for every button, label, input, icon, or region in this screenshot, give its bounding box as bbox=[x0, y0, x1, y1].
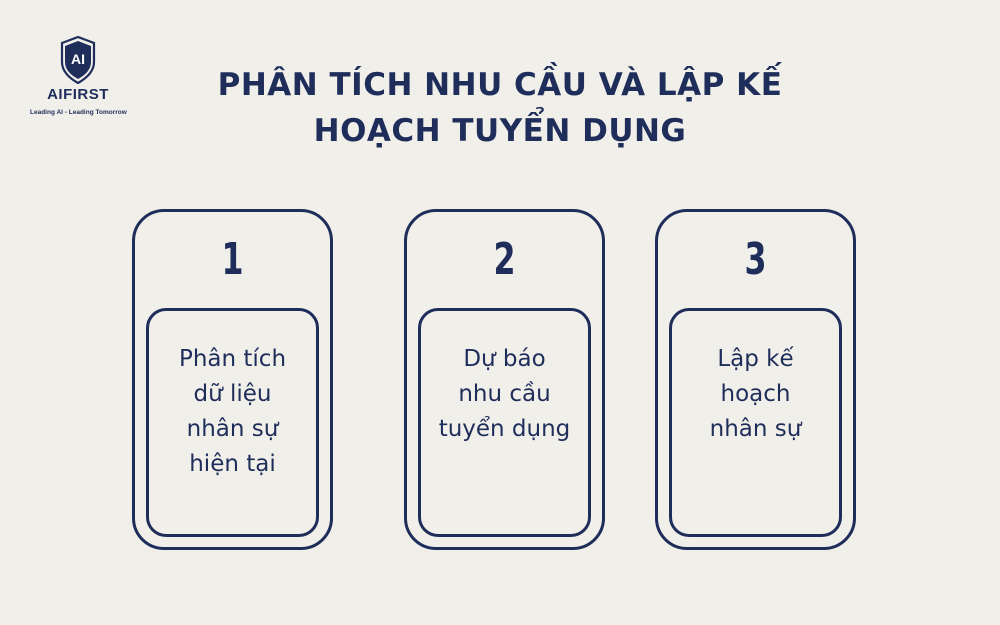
step-description-line: Lập kế bbox=[717, 346, 794, 372]
step-description-line: dữ liệu bbox=[193, 381, 272, 407]
step-card-1: 1 Phân tích dữ liệu nhân sự hiện tại bbox=[132, 209, 333, 550]
shield-logo-icon: AI bbox=[60, 36, 96, 84]
step-description: Lập kế hoạch nhân sự bbox=[672, 342, 839, 447]
step-number: 1 bbox=[221, 234, 244, 285]
step-description: Phân tích dữ liệu nhân sự hiện tại bbox=[149, 342, 316, 482]
step-description: Dự báo nhu cầu tuyển dụng bbox=[421, 342, 588, 447]
page-title-line-1: PHÂN TÍCH NHU CẦU VÀ LẬP KẾ bbox=[217, 67, 783, 103]
step-number: 3 bbox=[744, 234, 767, 285]
brand-tagline: Leading AI - Leading Tomorrow bbox=[30, 109, 127, 116]
step-card-3: 3 Lập kế hoạch nhân sự bbox=[655, 209, 856, 550]
logo-mark-text: AI bbox=[71, 51, 85, 67]
brand-name: AIFIRST bbox=[47, 86, 109, 103]
page-title: PHÂN TÍCH NHU CẦU VÀ LẬP KẾ HOẠCH TUYỂN … bbox=[200, 62, 800, 154]
step-description-line: hoạch bbox=[720, 381, 791, 407]
step-description-line: Dự báo bbox=[463, 346, 546, 372]
brand-logo: AI AIFIRST Leading AI - Leading Tomorrow bbox=[30, 36, 140, 126]
step-description-box: Dự báo nhu cầu tuyển dụng bbox=[418, 308, 591, 537]
step-card-2: 2 Dự báo nhu cầu tuyển dụng bbox=[404, 209, 605, 550]
page-title-line-2: HOẠCH TUYỂN DỤNG bbox=[313, 113, 687, 149]
step-description-line: Phân tích bbox=[178, 346, 287, 372]
step-description-line: nhân sự bbox=[709, 416, 802, 442]
step-description-line: nhân sự bbox=[186, 416, 279, 442]
step-description-line: tuyển dụng bbox=[438, 416, 571, 442]
step-number: 2 bbox=[493, 234, 516, 285]
step-description-box: Lập kế hoạch nhân sự bbox=[669, 308, 842, 537]
step-description-line: nhu cầu bbox=[458, 381, 551, 407]
step-description-box: Phân tích dữ liệu nhân sự hiện tại bbox=[146, 308, 319, 537]
step-description-line: hiện tại bbox=[189, 451, 276, 477]
